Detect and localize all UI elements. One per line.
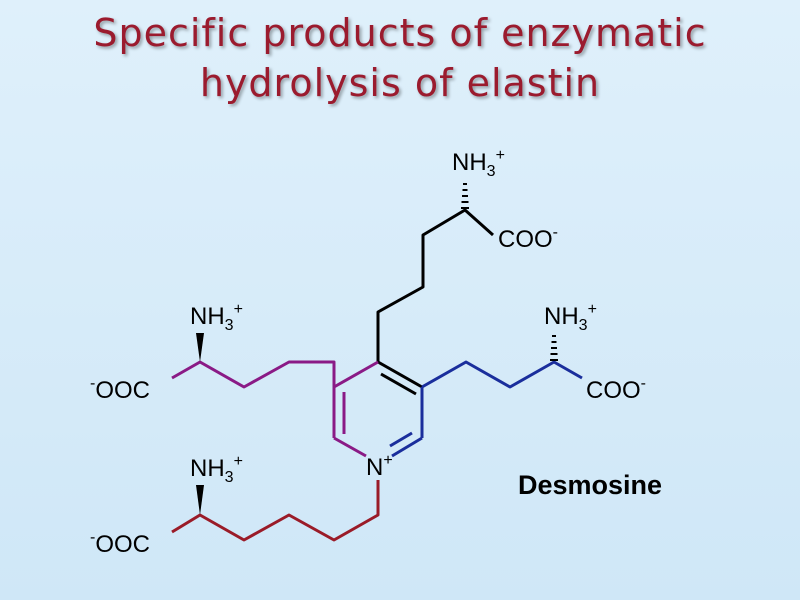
left-chain — [171, 360, 336, 389]
right-carboxyl-label: COO- — [586, 375, 646, 404]
bottom-carboxyl-label: -OOC — [90, 529, 150, 558]
right-chain — [421, 360, 583, 389]
page-title: Specific products of enzymatic hydrolysi… — [0, 8, 800, 108]
pyridinium-ring — [332, 360, 424, 458]
top-amine-label: NH3+ — [452, 147, 505, 180]
top-chain — [376, 208, 494, 362]
top-carboxyl-label: COO- — [498, 224, 558, 253]
title-line-1: Specific products of enzymatic — [93, 11, 707, 55]
molecule-name-caption: Desmosine — [518, 470, 662, 500]
top-wedge-hashed — [461, 183, 469, 209]
right-wedge-hashed — [550, 335, 558, 361]
right-amine-label: NH3+ — [544, 301, 597, 334]
bottom-amine-label: NH3+ — [190, 453, 243, 486]
left-amine-label: NH3+ — [190, 301, 243, 334]
bottom-wedge-bold — [196, 485, 204, 515]
title-line-2: hydrolysis of elastin — [199, 61, 601, 105]
left-wedge-bold — [196, 333, 204, 362]
ring-nitrogen-label: N+ — [366, 452, 393, 481]
left-carboxyl-label: -OOC — [90, 375, 150, 404]
